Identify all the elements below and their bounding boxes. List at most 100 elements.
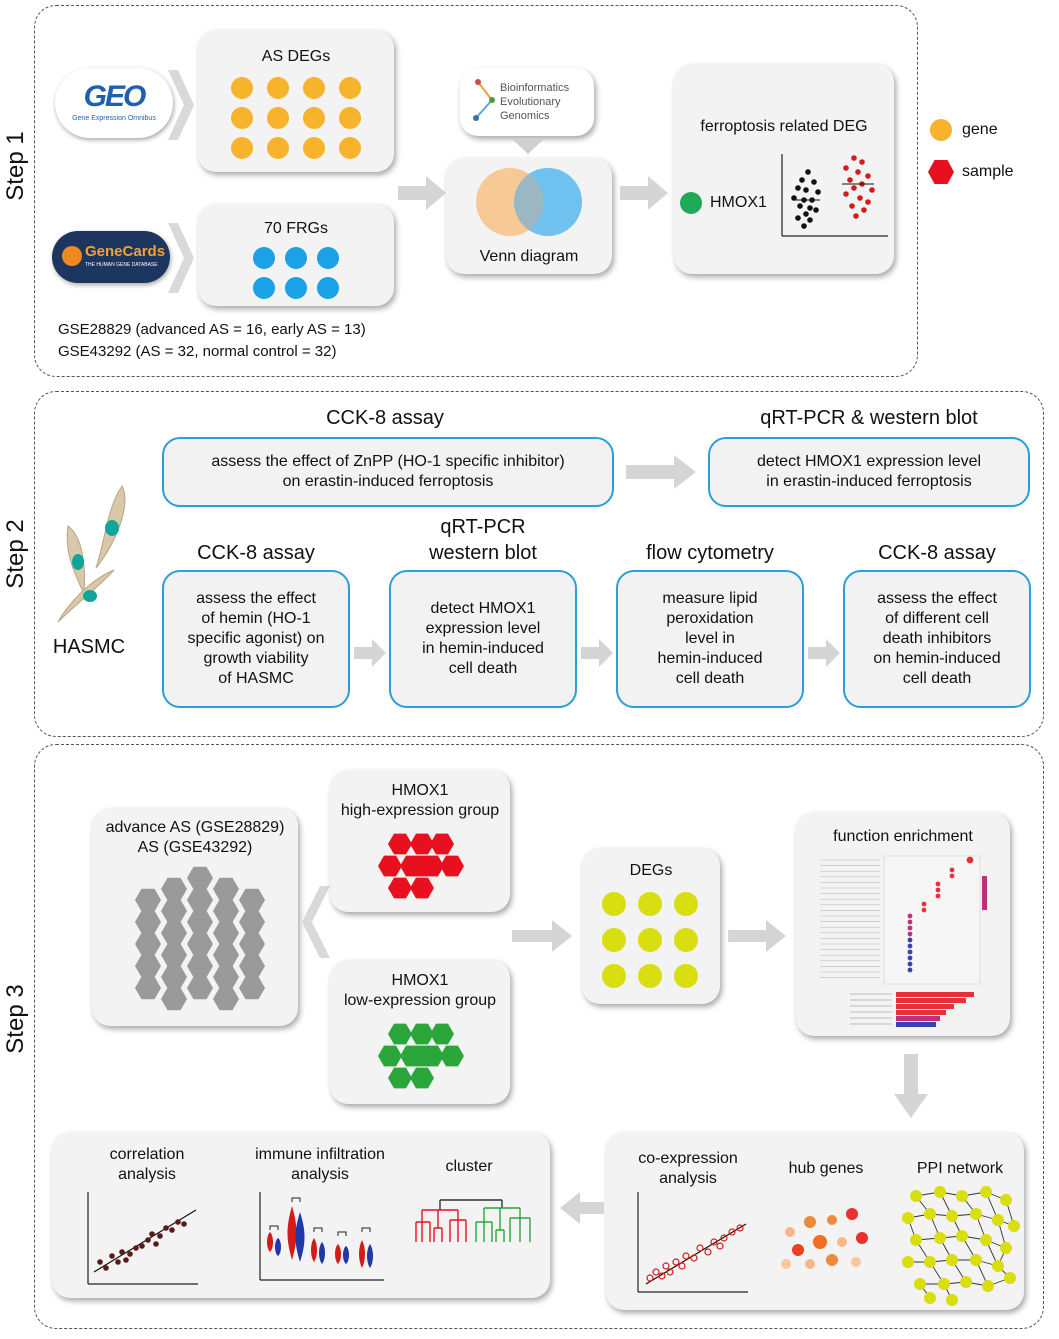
hub-gene-dot xyxy=(792,1244,804,1256)
step2-b2-text-0: detect HMOX1 xyxy=(430,600,536,617)
samples-line-1: advance AS (GSE28829) xyxy=(105,819,285,836)
sample-hexagon xyxy=(213,921,239,945)
enrichment-point xyxy=(966,856,974,864)
arrow-to-function xyxy=(728,920,786,952)
sample-point xyxy=(646,1274,654,1282)
sample-hexagon xyxy=(410,877,434,899)
sample-hexagon xyxy=(187,910,213,934)
step2-b3-text-4: cell death xyxy=(675,670,745,687)
sample-hexagon xyxy=(440,1045,464,1067)
ppi-node xyxy=(946,1294,958,1306)
beg-logo-line3: Genomics xyxy=(500,110,550,122)
sample-hexagon xyxy=(187,954,213,978)
sample-hexagon xyxy=(161,899,187,923)
sample-point xyxy=(153,1241,159,1247)
sample-point xyxy=(139,1243,145,1249)
sample-point xyxy=(861,207,867,213)
violin-shape xyxy=(267,1232,273,1252)
sample-point xyxy=(662,1262,670,1270)
genecards-icon xyxy=(62,246,82,266)
sample-point xyxy=(847,177,853,183)
step3-frame xyxy=(34,744,1044,1329)
ppi-node xyxy=(1000,1242,1012,1254)
hub-gene-dot xyxy=(846,1208,858,1220)
enrichment-point xyxy=(907,919,913,925)
deg-dot xyxy=(638,964,662,988)
legend-sample-label: sample xyxy=(962,163,1014,180)
enrichment-point xyxy=(907,961,913,967)
step2-label: Step 2 xyxy=(2,519,29,589)
step2-b3-text-1: peroxidation xyxy=(666,610,754,627)
violin-shape xyxy=(275,1238,281,1256)
enrichment-point xyxy=(907,943,913,949)
sample-point xyxy=(97,1259,103,1265)
arrow-to-ferroptosis xyxy=(620,176,668,210)
cluster-title: cluster xyxy=(445,1158,493,1175)
high-expression-line-2: high-expression group xyxy=(340,802,500,819)
enrichment-bar xyxy=(896,1016,940,1021)
enrichment-point xyxy=(935,893,941,899)
significance-bracket xyxy=(361,1227,371,1232)
ppi-node xyxy=(946,1210,958,1222)
sample-point xyxy=(815,189,821,195)
gene-dot xyxy=(267,77,289,99)
step2-b2-text-3: cell death xyxy=(448,660,518,677)
correlation-line-2: analysis xyxy=(118,1166,176,1183)
sample-point xyxy=(859,159,865,165)
frgs-card: 70 FRGs xyxy=(198,204,394,306)
sample-point xyxy=(807,217,813,223)
sample-point xyxy=(672,1258,680,1266)
frg-dot xyxy=(285,277,307,299)
sample-hexagon xyxy=(239,976,265,1000)
sample-hexagon xyxy=(410,1067,434,1089)
genecards-logo: GeneCards THE HUMAN GENE DATABASE xyxy=(52,231,170,283)
ppi-node xyxy=(992,1260,1004,1272)
sample-point xyxy=(843,191,849,197)
dendrogram-branch xyxy=(475,1207,531,1242)
ferroptosis-dot-plot xyxy=(781,154,888,237)
sample-hexagon xyxy=(388,1067,412,1089)
step2-b2-title-1: qRT-PCR xyxy=(440,516,526,538)
sample-point xyxy=(853,213,859,219)
gene-dot xyxy=(339,107,361,129)
sample-point xyxy=(803,187,809,193)
deg-dot xyxy=(602,928,626,952)
sample-hexagon xyxy=(135,976,161,1000)
gene-dot xyxy=(339,137,361,159)
sample-hexagon xyxy=(161,965,187,989)
frgs-title: 70 FRGs xyxy=(263,220,328,237)
step2-b4-text-1: of different cell xyxy=(885,610,989,627)
hub-gene-dot xyxy=(826,1254,838,1266)
sample-point xyxy=(119,1249,125,1255)
enrichment-dot-plot xyxy=(820,855,987,1027)
deg-dot xyxy=(602,964,626,988)
gene-dot xyxy=(303,137,325,159)
sample-point xyxy=(127,1251,133,1257)
sample-point xyxy=(710,1238,718,1246)
hub-gene-dot xyxy=(827,1215,837,1225)
sample-hexagon xyxy=(135,932,161,956)
ppi-node xyxy=(982,1280,994,1292)
sample-hexagon xyxy=(410,855,434,877)
sample-point xyxy=(720,1234,728,1242)
sample-point xyxy=(795,185,801,191)
step2-b1-title: CCK-8 assay xyxy=(197,542,315,564)
ppi-node xyxy=(902,1256,914,1268)
low-expression-line-2: low-expression group xyxy=(343,992,497,1009)
regression-line xyxy=(645,1223,747,1285)
sample-point xyxy=(855,169,861,175)
sample-point xyxy=(728,1228,736,1236)
enrichment-bar xyxy=(896,992,974,997)
ppi-node xyxy=(956,1190,968,1202)
hasmc-cells-icon xyxy=(57,485,126,623)
step2-b1-text-0: assess the effect xyxy=(196,590,316,607)
step2-top-arrow xyxy=(626,455,696,489)
sample-point xyxy=(869,187,875,193)
sample-hexagon xyxy=(187,866,213,890)
hub-gene-dot xyxy=(837,1237,847,1247)
ppi-node xyxy=(934,1186,946,1198)
sample-hexagon xyxy=(410,833,434,855)
enrichment-point xyxy=(949,873,955,879)
step2-top-left-text2: on erastin-induced ferroptosis xyxy=(282,473,494,490)
samples-card: advance AS (GSE28829) AS (GSE43292) xyxy=(92,808,298,1026)
